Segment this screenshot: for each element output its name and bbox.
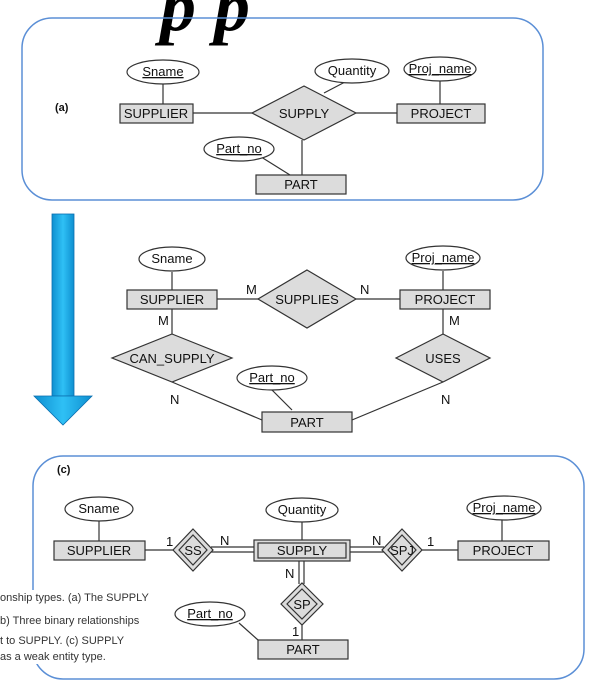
a-part-no-label: Part_no: [216, 141, 262, 156]
a-supply-label: SUPPLY: [279, 106, 330, 121]
c-card-sp-top: N: [285, 566, 294, 581]
a-quantity-label: Quantity: [328, 63, 377, 78]
c-part-no-attribute: [174, 601, 246, 627]
c-project-label: PROJECT: [473, 543, 534, 558]
panel-c: (c) SUPPLIER PROJECT PART SUPPLY SS: [32, 455, 585, 680]
caption-line-3: t to SUPPLY. (c) SUPPLY: [0, 635, 125, 647]
b-supplier-label: SUPPLIER: [140, 292, 204, 307]
b-supplies-relationship: [256, 269, 358, 329]
a-part-label: PART: [284, 177, 318, 192]
c-spj-label: SPJ: [390, 543, 414, 558]
b-part-no-label: Part_no: [249, 370, 295, 385]
b-card-uses-top: M: [449, 313, 460, 328]
c-sp-label: SP: [293, 597, 310, 612]
b-proj-name-label: Proj_name: [412, 250, 475, 265]
a-part-no-attribute: [203, 136, 275, 162]
c-part-entity: [257, 639, 349, 660]
b-proj-name-attribute: [405, 245, 481, 271]
c-project-entity: [457, 540, 550, 561]
a-supplier-entity: [119, 103, 194, 124]
c-ss-label: SS: [184, 543, 202, 558]
c-supplier-entity: [53, 540, 146, 561]
panel-a-frame: [21, 17, 544, 201]
b-uses-label: USES: [425, 351, 461, 366]
a-supplier-label: SUPPLIER: [124, 106, 188, 121]
b-card-can-supply-top: M: [158, 313, 169, 328]
c-card-spj-right: 1: [427, 534, 434, 549]
panel-a: (a) SUPPLIER PROJECT PART SUPPLY Sname Q…: [21, 17, 544, 201]
b-card-can-supply-bottom: N: [170, 392, 179, 407]
c-proj-name-attribute: [466, 495, 542, 521]
c-sname-attribute: [64, 496, 134, 522]
a-supply-relationship: [250, 85, 358, 141]
c-quantity-attribute: [265, 497, 339, 523]
panel-c-label: (c): [57, 464, 71, 476]
c-ss-relationship: [172, 528, 214, 572]
a-project-entity: [396, 103, 486, 124]
a-proj-name-attribute: [403, 56, 477, 82]
b-project-label: PROJECT: [415, 292, 476, 307]
panel-b: SUPPLIER PROJECT PART SUPPLIES CAN_SUPPL…: [110, 245, 492, 433]
a-sname-label: Sname: [142, 64, 183, 79]
transform-arrow-icon: [33, 213, 93, 426]
header-title: p p: [154, 0, 250, 46]
c-part-label: PART: [286, 642, 320, 657]
a-part-entity: [255, 174, 347, 195]
b-card-supplies-right: N: [360, 282, 369, 297]
b-card-uses-bottom: N: [441, 392, 450, 407]
c-supplier-label: SUPPLIER: [67, 543, 131, 558]
a-project-label: PROJECT: [411, 106, 472, 121]
c-spj-relationship: [381, 528, 423, 572]
a-quantity-attribute: [314, 58, 390, 84]
figure-caption: onship types. (a) The SUPPLY b) Three bi…: [0, 590, 150, 664]
b-sname-attribute: [138, 246, 206, 272]
b-card-supplies-left: M: [246, 282, 257, 297]
caption-line-2: b) Three binary relationships: [0, 615, 140, 627]
caption-line-4: as a weak entity type.: [0, 651, 106, 663]
c-card-ss-left: 1: [166, 534, 173, 549]
c-card-spj-left: N: [372, 533, 381, 548]
c-part-no-label: Part_no: [187, 606, 233, 621]
b-sname-label: Sname: [151, 251, 192, 266]
c-quantity-label: Quantity: [278, 502, 327, 517]
c-sp-relationship: [280, 582, 324, 626]
c-card-sp-bottom: 1: [292, 624, 299, 639]
c-proj-name-label: Proj_name: [473, 500, 536, 515]
b-part-entity: [261, 411, 353, 433]
c-supply-weak-entity: [253, 539, 351, 562]
b-can-supply-relationship: [110, 333, 234, 383]
c-sname-label: Sname: [78, 501, 119, 516]
b-supplier-entity: [126, 289, 218, 310]
b-part-no-attribute: [236, 365, 308, 391]
b-supplies-label: SUPPLIES: [275, 292, 339, 307]
panel-a-label: (a): [55, 102, 69, 114]
c-supply-label: SUPPLY: [277, 543, 328, 558]
b-part-label: PART: [290, 415, 324, 430]
panel-c-frame: [32, 455, 585, 680]
b-uses-relationship: [394, 333, 492, 383]
c-card-ss-right: N: [220, 533, 229, 548]
b-can-supply-label: CAN_SUPPLY: [129, 351, 214, 366]
caption-line-1: onship types. (a) The SUPPLY: [0, 592, 149, 604]
a-proj-name-label: Proj_name: [409, 61, 472, 76]
a-sname-attribute: [126, 59, 200, 85]
b-project-entity: [399, 289, 491, 310]
